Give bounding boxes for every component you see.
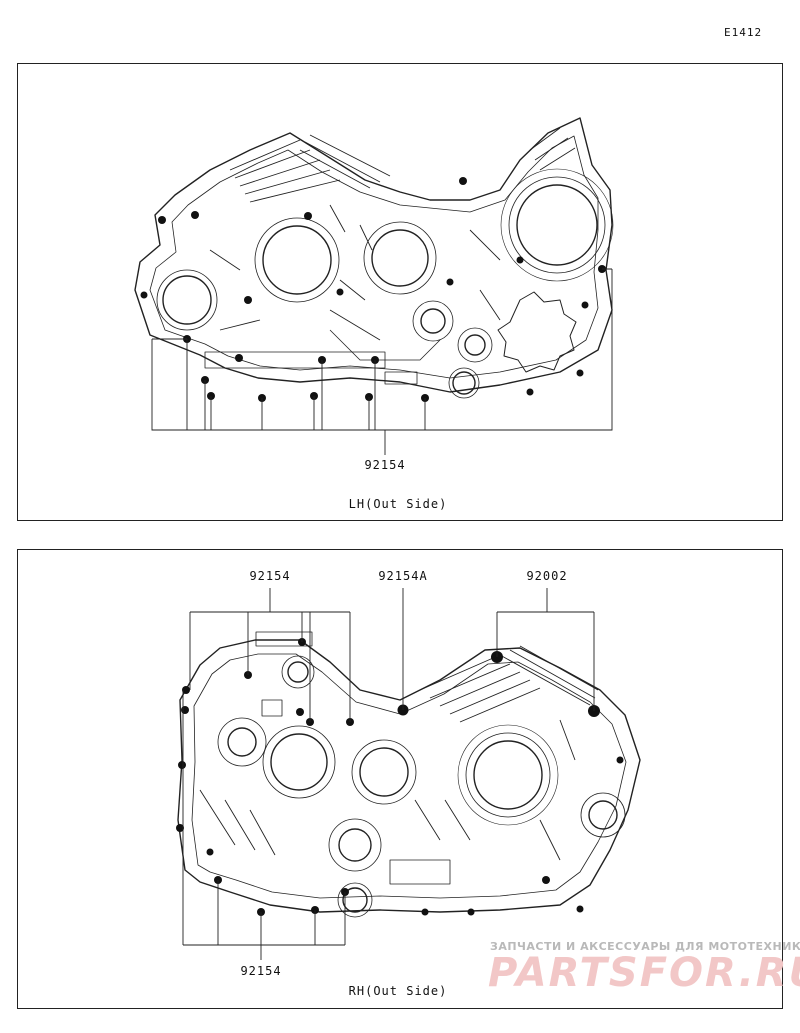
rh-bolt-heads	[176, 638, 624, 916]
lh-crankcase-drawing	[134, 117, 614, 399]
lh-leader-lines	[151, 268, 613, 455]
rh-leader-lines	[182, 588, 595, 960]
figure-code: E1412	[724, 26, 763, 39]
lh-oil-pump-gear	[497, 291, 577, 373]
rh-panel-frame	[17, 549, 783, 1009]
lh-case-outline	[134, 117, 613, 393]
watermark-logo: PARTSFOR.RU	[488, 950, 800, 996]
rh-callout-92154-top: 92154	[249, 569, 291, 583]
lh-panel-caption: LH(Out Side)	[348, 497, 448, 511]
rh-case-inner-outline	[191, 653, 627, 899]
rh-crankcase-drawing	[177, 631, 641, 918]
lh-case-inner-outline	[149, 135, 599, 379]
rh-callout-92002: 92002	[526, 569, 568, 583]
rh-callout-92154-bottom: 92154	[240, 964, 282, 978]
lh-callout-92154: 92154	[364, 458, 406, 472]
rh-callout-92154A: 92154A	[378, 569, 428, 583]
rh-panel-caption: RH(Out Side)	[348, 984, 448, 998]
rh-case-outline	[177, 639, 641, 913]
watermark-tagline: ЗАПЧАСТИ И АКСЕССУАРЫ ДЛЯ МОТОТЕХНИКИ	[490, 940, 800, 953]
lh-panel-frame	[17, 63, 783, 521]
